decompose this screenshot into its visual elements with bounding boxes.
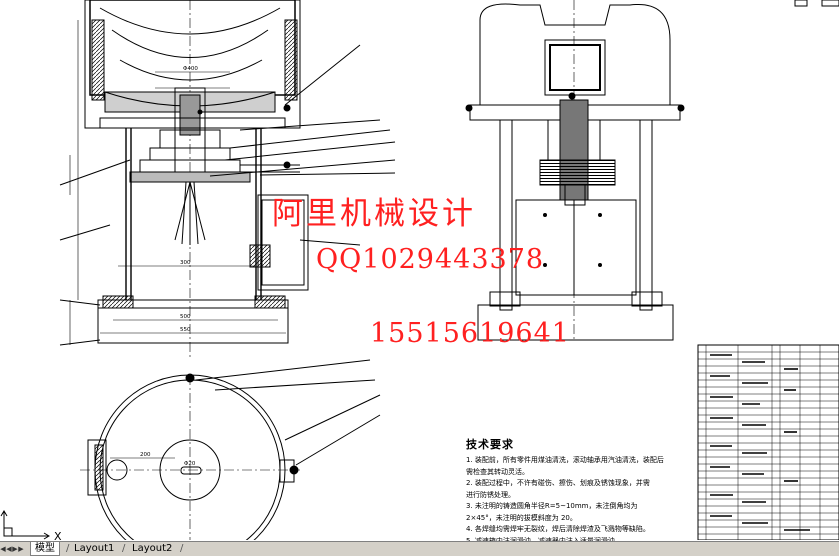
watermark-title: 阿里机械设计	[272, 196, 476, 232]
technical-requirements-title: 技术要求	[466, 438, 514, 451]
dimension-label-plan-left: 200	[140, 452, 151, 458]
dimension-label-base-total: 550	[180, 327, 191, 333]
layout-tab-bar: ◀ ◀ ▶ ▶ 模型 / Layout1 / Layout2 /	[0, 541, 839, 556]
dimension-label-base: 500	[180, 314, 191, 320]
watermark-qq: QQ1029443378	[316, 244, 545, 275]
tab-separator: /	[180, 543, 184, 554]
tab-layout1[interactable]: Layout1	[74, 543, 115, 554]
watermark-phone: 15515619641	[370, 318, 570, 349]
tab-navigation: ◀ ◀ ▶ ▶	[0, 542, 24, 556]
tech-line: 1. 装配前，所有零件用煤油清洗，滚动轴承用汽油清洗，装配后	[466, 456, 664, 464]
prev-tab-button[interactable]: ◀	[6, 545, 12, 553]
ucs-icon: X	[0, 510, 62, 542]
dimension-label-mid: 300	[180, 260, 191, 266]
dimension-label-plan-right: Φ20	[184, 461, 196, 467]
tech-line: 4. 各焊缝均需焊牢无裂纹，焊后清除焊渣及飞溅物等缺陷。	[466, 525, 650, 533]
tech-line: 2. 装配过程中，不许有碰伤、擦伤、划痕及锈蚀现象，并需	[466, 479, 650, 487]
tech-line: 需检查其转动灵活。	[466, 467, 529, 476]
tab-model[interactable]: 模型	[30, 542, 60, 556]
tech-line: 2×45°，未注明的拔模斜度为 20。	[466, 513, 577, 522]
tech-line: 5. 减速箱内注润滑油，减速器内注入适量润滑油。	[466, 536, 686, 548]
last-tab-button[interactable]: ▶	[18, 545, 24, 553]
technical-requirements: 技术要求 1. 装配前，所有零件用煤油清洗，滚动轴承用汽油清洗，装配后 需检查其…	[466, 436, 686, 547]
dimension-label-top: Φ400	[183, 66, 198, 72]
tech-line: 进行防锈处理。	[466, 490, 515, 499]
tech-line: 3. 未注明的铸造圆角半径R=5~10mm，未注倒角均为	[466, 502, 638, 510]
ucs-x-label: X	[54, 530, 62, 542]
tab-separator: /	[66, 543, 70, 554]
tab-layout2[interactable]: Layout2	[132, 543, 173, 554]
next-tab-button[interactable]: ▶	[12, 545, 18, 553]
first-tab-button[interactable]: ◀	[0, 545, 6, 553]
tab-separator: /	[122, 543, 126, 554]
cad-drawing: Φ400 300 500 550 200 Φ20	[59, 0, 839, 556]
